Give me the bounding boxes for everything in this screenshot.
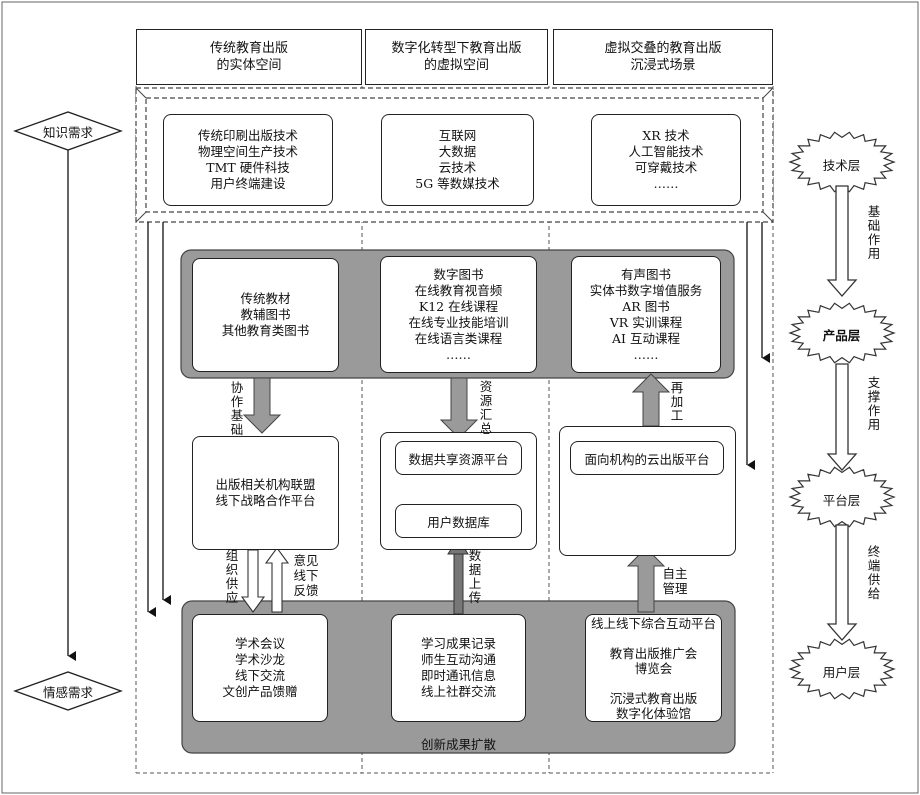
vertical-arrows bbox=[67, 149, 770, 661]
header-virtual-space: 数字化转型下教育出版 的虚拟空间 bbox=[365, 29, 548, 85]
emotion-need-diamond bbox=[13, 671, 123, 711]
label-organize: 组 织 供 应 bbox=[225, 548, 239, 605]
user-box-offline: 学术会议 学术沙龙 线下交流 文创产品馈赠 bbox=[192, 614, 328, 722]
white-block-arrows bbox=[240, 547, 290, 613]
product-box-immersive: 有声图书 实体书数字增值服务 AR 图书 VR 实训课程 AI 互动课程 …… bbox=[571, 256, 721, 373]
layer-shape-1 bbox=[788, 131, 896, 193]
knowledge-need-diamond bbox=[13, 111, 123, 151]
product-box-digital: 数字图书 在线教育视音频 K12 在线课程 在线专业技能培训 在线语言类课程 …… bbox=[380, 256, 537, 373]
product-box-traditional: 传统教材 教辅图书 其他教育类图书 bbox=[192, 258, 339, 372]
layer-shape-2 bbox=[788, 302, 896, 364]
label-feedback: 意见 线下 反馈 bbox=[293, 553, 319, 598]
layer-shape-3 bbox=[788, 466, 896, 528]
label-reprocess: 再 加 工 bbox=[670, 380, 684, 423]
layer-arrow-label-foundation: 基 础 作 用 bbox=[867, 204, 881, 261]
label-resource: 资 源 汇 总 bbox=[479, 379, 493, 436]
header-immersive-scene: 虚拟交叠的教育出版 沉浸式场景 bbox=[553, 29, 773, 85]
knowledge-need-label: 知识需求 bbox=[42, 125, 93, 140]
layer-product: 产品层 bbox=[822, 328, 861, 343]
layer-technology: 技术层 bbox=[822, 158, 861, 173]
layer-shapes bbox=[788, 131, 896, 700]
gray-block-arrows bbox=[242, 373, 671, 613]
platform-data-sharing: 数据共享资源平台 bbox=[395, 441, 522, 475]
emotion-need-label: 情感需求 bbox=[42, 685, 93, 700]
layer-arrows bbox=[826, 185, 858, 641]
tech-box-digital: 互联网 大数据 云技术 5G 等数媒技术 bbox=[381, 114, 534, 206]
label-upload: 数 据 上 传 bbox=[468, 548, 482, 605]
layer-shape-4 bbox=[788, 638, 896, 700]
layer-user: 用户层 bbox=[822, 665, 861, 680]
header-physical-space: 传统教育出版 的实体空间 bbox=[136, 29, 362, 85]
platform-cloud-publishing: 面向机构的云出版平台 bbox=[570, 441, 724, 475]
label-diffusion: 创新成果扩散 bbox=[420, 737, 496, 752]
layer-platform: 平台层 bbox=[822, 493, 861, 508]
platform-offline-alliance: 出版相关机构联盟 线下战略合作平台 bbox=[192, 436, 339, 550]
layer-arrow-label-terminal: 终 端 供 给 bbox=[867, 544, 881, 601]
tech-box-immersive: XR 技术 人工智能技术 可穿戴技术 …… bbox=[591, 114, 741, 206]
label-cooperation: 协 作 基 础 bbox=[230, 380, 244, 437]
layer-arrow-label-support: 支 撑 作 用 bbox=[867, 375, 881, 432]
label-self-manage: 自主 管理 bbox=[662, 566, 688, 596]
user-box-integrated: 线上线下综合互动平台 教育出版推广会 博览会 沉浸式教育出版 数字化体验馆 bbox=[585, 614, 722, 722]
user-box-online: 学习成果记录 师生互动沟通 即时通讯信息 线上社群交流 bbox=[391, 614, 526, 722]
platform-user-database: 用户数据库 bbox=[395, 504, 522, 538]
tech-box-traditional: 传统印刷出版技术 物理空间生产技术 TMT 硬件科技 用户终端建设 bbox=[163, 114, 333, 206]
